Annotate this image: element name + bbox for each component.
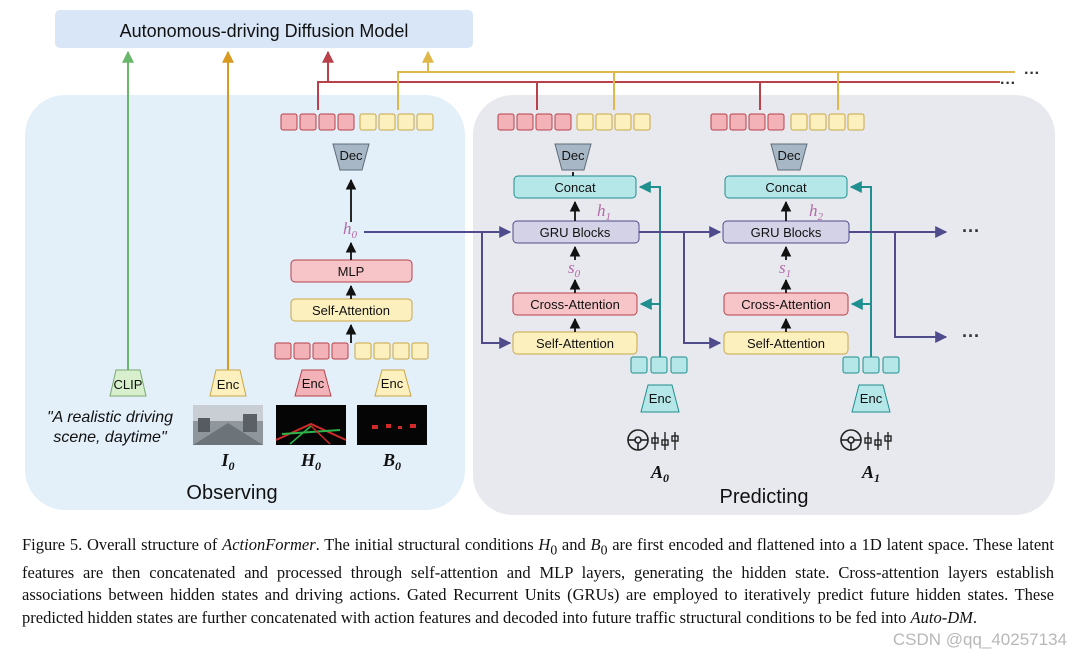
steering-wheel-icon (840, 429, 862, 451)
concat-block-step0 (513, 175, 637, 199)
steering-wheel-icon (627, 429, 649, 451)
image-H0 (275, 405, 347, 445)
mlp-label: MLP (338, 264, 365, 279)
image-B0 (357, 405, 427, 445)
predicting-label: Predicting (720, 486, 809, 508)
concat-block-step1 (724, 175, 848, 199)
symbol-s0: s0 (568, 258, 581, 280)
step0-output-tokens (497, 113, 651, 131)
label-H0: H0 (300, 450, 321, 473)
ellipsis-top-1: ··· (1024, 65, 1040, 82)
image-enc-label: Enc (217, 377, 240, 392)
hidden-state-lines-2 (849, 226, 948, 343)
clip-block (109, 369, 147, 397)
concat-label-step1: Concat (765, 180, 807, 195)
h0-enc-label: Enc (302, 376, 325, 391)
b0-enc-block (374, 369, 412, 397)
clip-label: CLIP (114, 377, 143, 392)
action-tokens-step1 (842, 356, 900, 374)
self-attention-label-obs: Self-Attention (312, 303, 390, 318)
caption-symbol-B-sub: 0 (600, 542, 608, 558)
figure-caption: Figure 5. Overall structure of ActionFor… (22, 534, 1054, 629)
gru-label-step0: GRU Blocks (540, 225, 611, 240)
caption-text: are first encoded and flattened into a 1… (22, 535, 1055, 627)
caption-symbol-H-sub: 0 (550, 542, 558, 558)
diagram-title: Autonomous-driving Diffusion Model (120, 21, 409, 41)
caption-text: Figure 5. Overall structure of (22, 535, 223, 554)
action-enc-label-step1: Enc (860, 391, 883, 406)
symbol-h1: h1 (597, 201, 611, 223)
caption-text: and (557, 535, 591, 554)
watermark: CSDN @qq_40257134 (892, 630, 1067, 649)
gru-label-step1: GRU Blocks (751, 225, 822, 240)
pedal-icon (651, 432, 679, 450)
dec-block-obs (332, 143, 370, 171)
concat-label-step0: Concat (554, 180, 596, 195)
title-box (55, 10, 473, 48)
action-tokens-step0 (630, 356, 688, 374)
prompt-text-line1: "A realistic driving (47, 409, 173, 426)
pedal-icon (864, 432, 892, 450)
dec-output-lines (317, 50, 1015, 110)
symbol-h2: h2 (809, 201, 824, 223)
image-I0 (193, 405, 263, 445)
teal-lines-step1 (849, 181, 872, 357)
b0-enc-label: Enc (381, 376, 404, 391)
dec-label-step1: Dec (777, 148, 801, 163)
step0-black-arrows (569, 172, 581, 332)
dec-label-obs: Dec (339, 148, 363, 163)
observing-output-tokens (280, 113, 434, 131)
hidden-state-lines-0 (364, 226, 512, 349)
dec-label-step0: Dec (561, 148, 585, 163)
symbol-h0: h0 (343, 219, 358, 241)
caption-model-name: ActionFormer (222, 535, 316, 554)
actionformer-diagram: Autonomous-driving Diffusion Model ··· ·… (25, 10, 1055, 515)
prompt-text-line2: scene, daytime" (53, 429, 168, 446)
label-B0: B0 (382, 450, 401, 473)
teal-lines-step0 (638, 181, 661, 357)
label-I0: I0 (220, 450, 234, 473)
self-attention-label-step0: Self-Attention (536, 336, 614, 351)
label-A0: A0 (650, 462, 669, 485)
observing-panel (25, 95, 465, 510)
dec-block-step0 (554, 143, 592, 171)
cross-attention-label-step1: Cross-Attention (741, 297, 831, 312)
caption-text: . (972, 607, 977, 627)
h0-enc-block (294, 369, 332, 397)
caption-auto-dm: Auto-DM (910, 607, 973, 627)
caption-text: . The initial structural conditions (315, 535, 539, 554)
caption-symbol-B: B (590, 535, 601, 554)
action-enc-block-step1 (851, 384, 891, 413)
observing-input-tokens (274, 342, 429, 360)
label-A1: A1 (861, 462, 880, 485)
cross-attention-label-step0: Cross-Attention (530, 297, 620, 312)
action-enc-label-step0: Enc (649, 391, 672, 406)
observing-label: Observing (186, 482, 277, 504)
action-enc-block-step0 (640, 384, 680, 413)
hidden-state-lines-1 (639, 226, 722, 349)
ellipsis-gru: ··· (962, 221, 980, 241)
ellipsis-top-2: ··· (1000, 75, 1016, 92)
ellipsis-self-attn: ··· (962, 326, 980, 346)
caption-symbol-H: H (538, 535, 551, 554)
step1-output-tokens (710, 113, 865, 131)
dec-block-step1 (770, 143, 808, 171)
image-enc-block (209, 369, 247, 397)
self-attention-label-step1: Self-Attention (747, 336, 825, 351)
symbol-s1: s1 (779, 258, 791, 280)
